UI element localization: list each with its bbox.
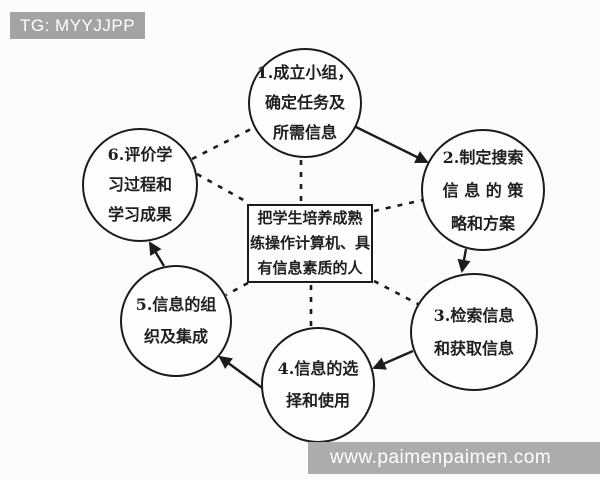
center-goal-line: 把学生培养成熟 [257,209,363,227]
node-line: 2.制定搜索 [442,147,524,167]
tg-watermark-badge: TG: MYYJJPP [10,12,146,39]
center-goal-box: 把学生培养成熟 练操作计算机、具 有信息素质的人 [247,204,373,283]
node-line: 择和使用 [285,391,350,410]
node-step-5: 5.信息的组 织及集成 [120,265,232,377]
node-line: 所需信息 [272,123,337,142]
arrow-step2-to-step3 [457,248,471,273]
arrow-step3-to-step4 [372,349,414,370]
node-line: 信 息 的 策 [442,180,524,200]
node-line: 3.检索信息 [433,306,515,325]
node-step-6: 6.评价学 习过程和 学习成果 [82,128,198,242]
dashed-step6-to-step1 [191,126,254,161]
dashed-center-to-step3 [373,279,419,306]
node-line: 和获取信息 [433,339,514,358]
node-step-2: 2.制定搜索 信 息 的 策 略和方案 [421,129,545,251]
node-line: 略和方案 [450,213,515,233]
arrow-step4-to-step5 [218,355,266,391]
node-line: 4.信息的选 [277,359,359,378]
node-step-3: 3.检索信息 和获取信息 [410,273,538,391]
node-line: 6.评价学 [107,145,173,164]
node-line: 1.成立小组， [256,63,354,82]
node-line: 织及集成 [143,327,208,346]
center-goal-line: 有信息素质的人 [257,259,363,277]
node-line: 确定任务及 [264,93,345,112]
dashed-center-to-step6 [196,172,248,204]
dashed-center-to-step5 [225,281,249,297]
node-line: 习过程和 [107,175,172,194]
node-line: 5.信息的组 [135,295,217,314]
dashed-center-to-step2 [373,198,424,213]
site-watermark: www.paimenpaimen.com [308,442,600,474]
arrow-step1-to-step2 [355,125,429,164]
center-goal-line: 练操作计算机、具 [249,234,370,252]
node-step-4: 4.信息的选 择和使用 [261,327,375,443]
node-line: 学习成果 [107,205,172,224]
node-step-1: 1.成立小组， 确定任务及 所需信息 [248,48,362,158]
arrow-step5-to-step6 [148,241,166,267]
